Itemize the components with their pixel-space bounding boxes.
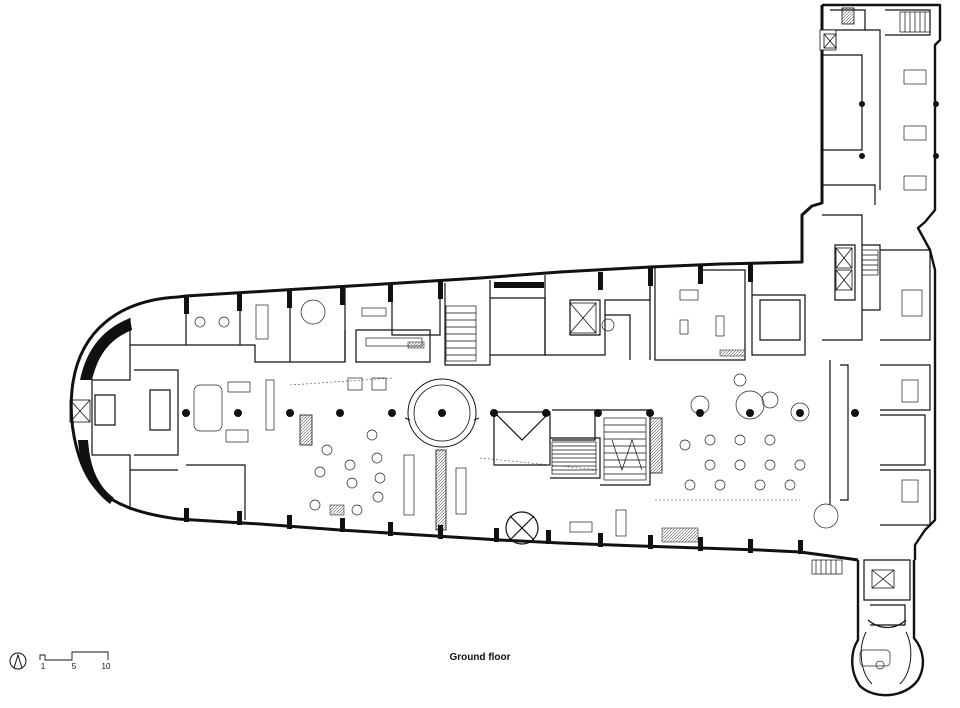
scale-bar: 1 5 10 xyxy=(39,651,111,671)
interior-walls xyxy=(91,9,931,629)
scale-label-1: 1 xyxy=(41,662,46,671)
lifts xyxy=(69,33,895,589)
scale-label-10: 10 xyxy=(102,662,111,671)
north-arrow-icon xyxy=(9,652,27,670)
scale-label-5: 5 xyxy=(72,662,77,671)
west-curved-wall xyxy=(78,318,132,504)
rect-tables xyxy=(193,69,927,667)
plan-caption: Ground floor xyxy=(449,652,511,663)
building-outline xyxy=(69,3,942,697)
dashed-lines xyxy=(289,377,800,501)
reception-round xyxy=(404,378,480,448)
stairs xyxy=(445,11,931,575)
planters xyxy=(329,341,746,543)
shafts xyxy=(299,7,855,531)
revolving-door xyxy=(505,511,539,545)
columns xyxy=(182,101,939,417)
round-tables xyxy=(194,299,885,670)
facade-piers xyxy=(184,264,803,554)
